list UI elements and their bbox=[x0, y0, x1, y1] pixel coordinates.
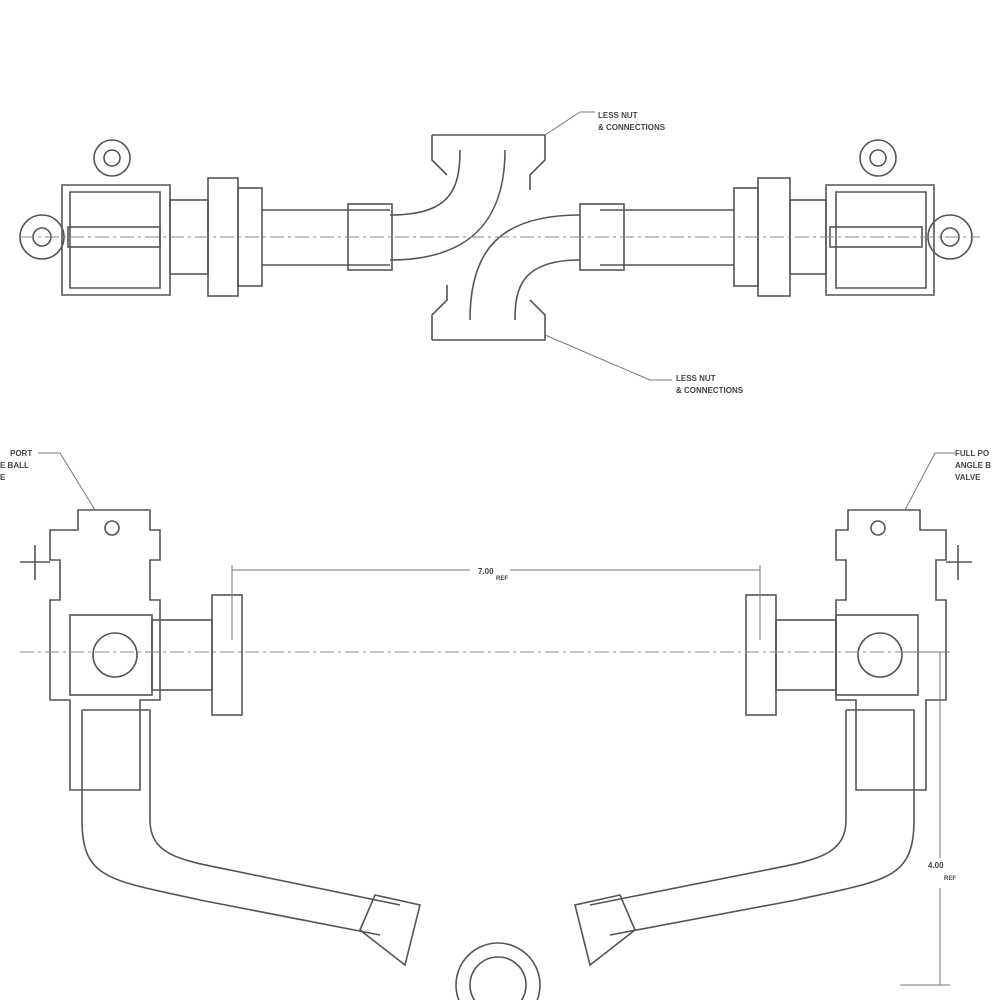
callout-left-line2: E BALL bbox=[0, 461, 29, 470]
left-valve-front bbox=[20, 509, 243, 791]
right-valve-front bbox=[745, 509, 972, 791]
callout-left-leader bbox=[38, 452, 96, 511]
u-pipe bbox=[20, 651, 945, 1000]
dim-horizontal-suffix: REF bbox=[496, 576, 508, 582]
callout-upper-line2: & CONNECTIONS bbox=[598, 123, 666, 132]
left-valve-top bbox=[19, 139, 263, 297]
callout-lower-line2: & CONNECTIONS bbox=[676, 386, 744, 395]
callout-lower-line1: LESS NUT bbox=[676, 374, 716, 383]
dim-vertical-suffix: REF bbox=[944, 876, 956, 882]
front-view bbox=[20, 452, 972, 1000]
callout-right-leader bbox=[904, 452, 955, 511]
callout-left-line3: E bbox=[0, 473, 6, 482]
callout-right-line3: VALVE bbox=[955, 473, 981, 482]
dim-vertical-value: 4.00 bbox=[928, 861, 944, 870]
pipe-top bbox=[20, 111, 980, 381]
callout-right-line1: FULL PO bbox=[955, 449, 989, 458]
right-valve-top bbox=[733, 139, 973, 297]
callout-right-line2: ANGLE B bbox=[955, 461, 991, 470]
callout-left-line1: PORT bbox=[10, 449, 32, 458]
top-view: LESS NUT & CONNECTIONS LESS NUT & CONNEC… bbox=[19, 111, 980, 395]
dim-horizontal-value: 7.00 bbox=[478, 567, 494, 576]
callout-upper-line1: LESS NUT bbox=[598, 111, 638, 120]
dimension-vertical bbox=[900, 651, 950, 986]
